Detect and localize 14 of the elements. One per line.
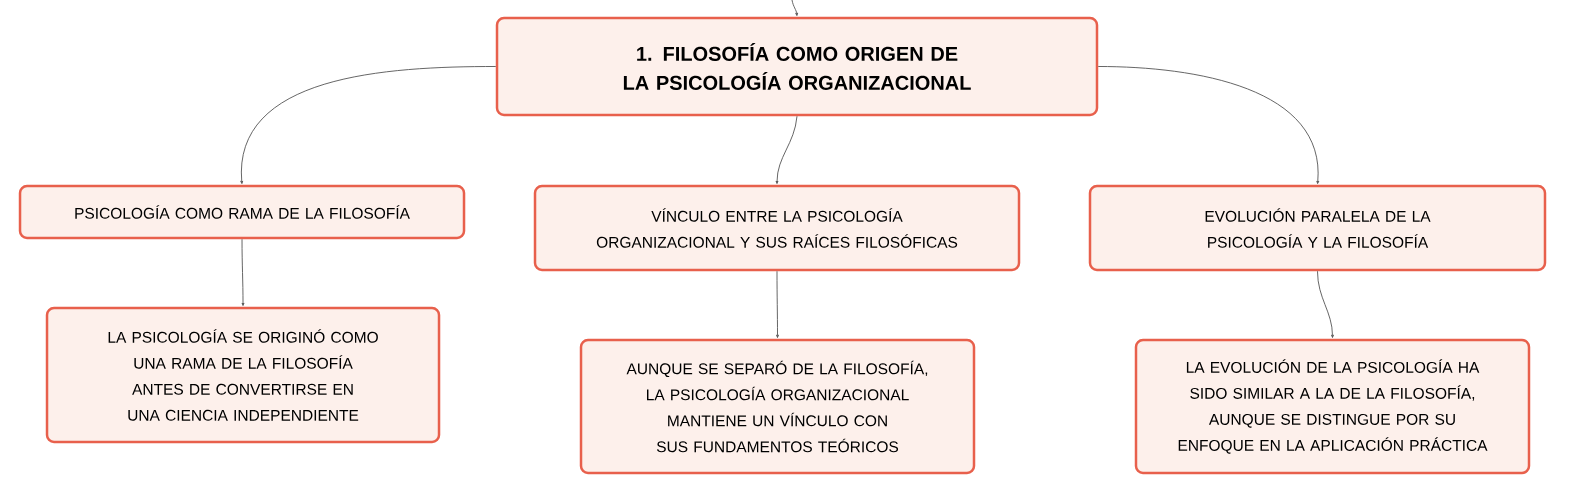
topic-box: AUNQUE SE SEPARÓ DE LA FILOSOFÍA, LA PSICOLOGÍA ORGANIZACIONAL MANTIENE UN VÍNCULO CON SUS FUNDAMENTOS TEÓRICOS <box>579 338 976 475</box>
arrow <box>240 66 497 185</box>
topic-box: PSICOLOGÍA COMO RAMA DE LA FILOSOFÍA <box>18 184 466 240</box>
topic-box: 1. FILOSOFÍA COMO ORIGEN DE LA PSICOLOGÍA ORGANIZACIONAL <box>495 16 1099 117</box>
topic-box: LA EVOLUCIÓN DE LA PSICOLOGÍA HA SIDO SIMILAR A LA DE LA FILOSOFÍA, AUNQUE SE DISTINGUE POR SU ENFOQUE EN LA APLICACIÓN PRÁCTICA <box>1134 338 1531 475</box>
topic-box: VÍNCULO ENTRE LA PSICOLOGÍA ORGANIZACIONAL Y SUS RAÍCES FILOSÓFICAS <box>533 184 1021 272</box>
arrow <box>776 270 779 339</box>
topic-box: LA PSICOLOGÍA SE ORIGINÓ COMO UNA RAMA DE LA FILOSOFÍA ANTES DE CONVERTIRSE EN UNA CIENCIA INDEPENDIENTE <box>45 306 441 444</box>
arrow <box>1097 66 1320 185</box>
arrow <box>1317 270 1334 339</box>
topic-box: EVOLUCIÓN PARALELA DE LA PSICOLOGÍA Y LA FILOSOFÍA <box>1088 184 1547 272</box>
arrow <box>775 115 798 185</box>
arrow <box>791 0 799 17</box>
arrow <box>241 238 245 307</box>
